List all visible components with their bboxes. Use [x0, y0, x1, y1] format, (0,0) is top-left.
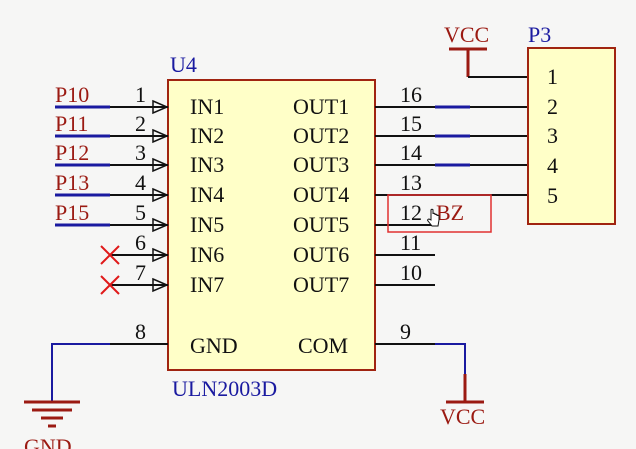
pin-number: 14 [400, 140, 422, 165]
pin-name: OUT6 [293, 242, 349, 267]
net-label: P11 [55, 111, 88, 136]
output-pin-15[interactable]: 15 OUT2 [293, 111, 528, 148]
pin-name: OUT3 [293, 152, 349, 177]
p3-body[interactable] [527, 47, 616, 225]
hand-cursor-icon [427, 208, 440, 227]
bz-net-label: BZ [436, 200, 464, 225]
p3-pin-number: 4 [547, 153, 558, 178]
input-pin-7[interactable]: 7 IN7 [100, 260, 224, 297]
gnd-label: GND [24, 434, 72, 449]
pin-name: OUT4 [293, 182, 349, 207]
pin-number: 5 [135, 200, 146, 225]
gnd-pin[interactable]: 8 GND [51, 319, 238, 402]
pin-number: 11 [400, 230, 421, 255]
output-pin-11[interactable]: 11 OUT6 [293, 230, 435, 267]
vcc-top-symbol-icon [449, 47, 487, 77]
pin-name: IN2 [190, 123, 224, 148]
input-arrow-icon [152, 157, 169, 173]
pin-name: IN5 [190, 212, 224, 237]
net-label: P15 [55, 200, 89, 225]
u4-part-number: ULN2003D [172, 376, 277, 401]
pin-name: OUT7 [293, 272, 349, 297]
p3-pin-number: 5 [547, 183, 558, 208]
pin-number: 3 [135, 140, 146, 165]
pin-name: IN4 [190, 182, 224, 207]
pin-number: 16 [400, 82, 422, 107]
input-pin-4[interactable]: 4 P13 IN4 [55, 170, 224, 207]
u4-designator: U4 [170, 52, 197, 77]
pin-number: 8 [135, 319, 146, 344]
input-arrow-icon [152, 128, 169, 144]
input-pin-5[interactable]: 5 P15 IN5 [55, 200, 224, 237]
pin-name: GND [190, 333, 238, 358]
pin-name: COM [298, 333, 348, 358]
pin-number: 13 [400, 170, 422, 195]
input-pin-2[interactable]: 2 P11 IN2 [55, 111, 224, 148]
pin-name: IN7 [190, 272, 224, 297]
vcc-top-label: VCC [444, 22, 489, 47]
output-pin-16[interactable]: 16 OUT1 [293, 82, 528, 119]
input-arrow-icon [152, 99, 169, 115]
net-wire [51, 343, 110, 402]
output-pin-12[interactable]: 12 OUT5 [293, 200, 435, 237]
p3-designator: P3 [528, 22, 551, 47]
input-arrow-icon [152, 247, 169, 263]
u4-body[interactable] [167, 79, 376, 371]
net-label: P13 [55, 170, 89, 195]
no-connect-icon [100, 245, 120, 265]
pin-name: IN1 [190, 94, 224, 119]
input-arrow-icon [152, 187, 169, 203]
pin-number: 10 [400, 260, 422, 285]
output-pin-14[interactable]: 14 OUT3 [293, 140, 528, 177]
input-pin-3[interactable]: 3 P12 IN3 [55, 140, 224, 177]
pin-number: 9 [400, 319, 411, 344]
pin-name: IN3 [190, 152, 224, 177]
pin-number: 4 [135, 170, 146, 195]
vcc-bottom-label: VCC [440, 404, 485, 429]
net-wire [435, 343, 466, 402]
pin-number: 2 [135, 111, 146, 136]
input-arrow-icon [152, 277, 169, 293]
p3-pin-number: 2 [547, 94, 558, 119]
pin-name: OUT1 [293, 94, 349, 119]
pin-number: 15 [400, 111, 422, 136]
bz-highlight-box[interactable] [387, 194, 492, 233]
pin-number: 1 [135, 82, 146, 107]
gnd-symbol-icon [24, 400, 80, 428]
pin-number: 6 [135, 230, 146, 255]
pin-number: 12 [400, 200, 422, 225]
input-pin-1[interactable]: 1 P10 IN1 [55, 82, 224, 119]
net-label: P12 [55, 140, 89, 165]
no-connect-icon [100, 275, 120, 295]
p3-pin-number: 3 [547, 123, 558, 148]
input-arrow-icon [152, 217, 169, 233]
output-pin-10[interactable]: 10 OUT7 [293, 260, 435, 297]
pin-name: OUT5 [293, 212, 349, 237]
input-pin-6[interactable]: 6 IN6 [100, 230, 224, 267]
pin-number: 7 [135, 260, 146, 285]
pin-name: IN6 [190, 242, 224, 267]
pin-name: OUT2 [293, 123, 349, 148]
vcc-bottom-symbol-icon [446, 374, 484, 404]
p3-pin-number: 1 [547, 64, 558, 89]
net-label: P10 [55, 82, 89, 107]
